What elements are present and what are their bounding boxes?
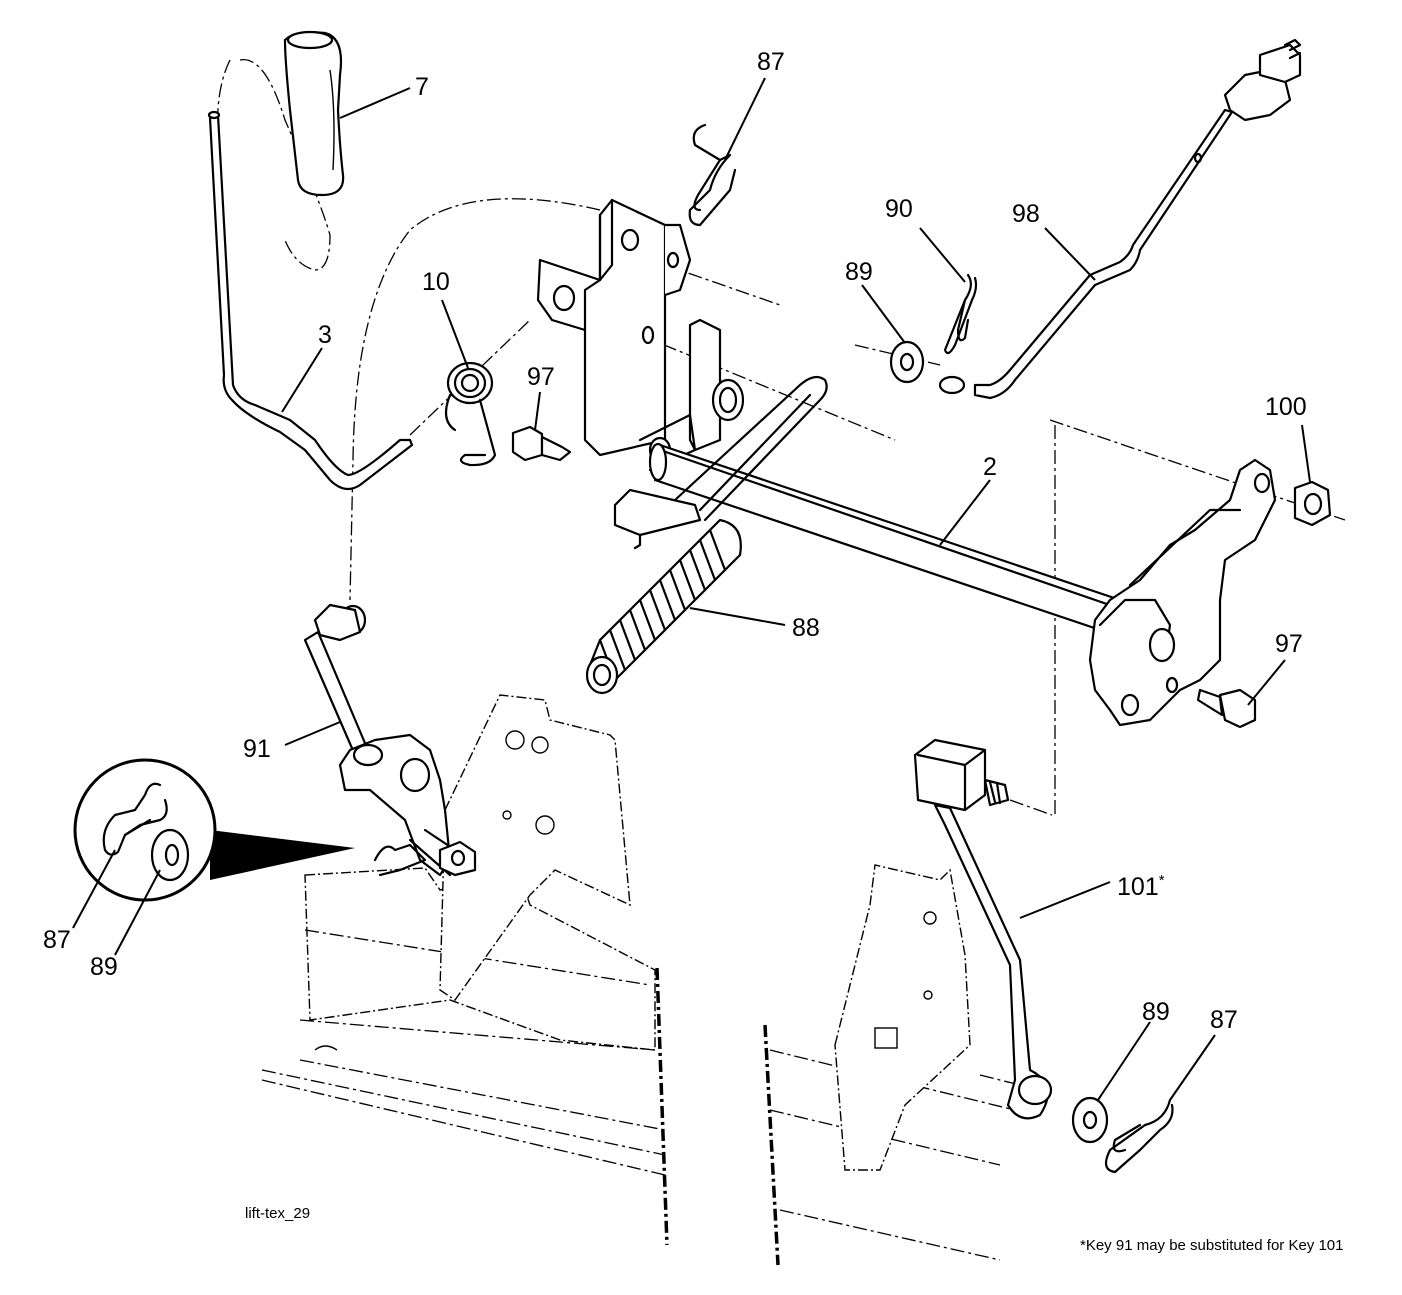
part-87-hairpin-upper bbox=[688, 123, 737, 227]
lift-link-rod bbox=[673, 375, 828, 522]
label-90: 90 bbox=[885, 195, 913, 223]
part-3-lift-lever bbox=[207, 110, 414, 491]
part-98-adjust-rod bbox=[938, 38, 1302, 400]
part-101-lift-link bbox=[913, 738, 1053, 1120]
label-3: 3 bbox=[318, 321, 332, 349]
key-labels: 7 87 90 98 89 10 3 97 100 2 97 88 91 87 … bbox=[43, 48, 1307, 1034]
label-101: 101* bbox=[1117, 872, 1165, 901]
part-89-washer-upper bbox=[889, 340, 925, 384]
label-98: 98 bbox=[1012, 200, 1040, 228]
part-7-handle-grip bbox=[283, 30, 345, 197]
label-97-right: 97 bbox=[1275, 630, 1303, 658]
label-89-detail: 89 bbox=[90, 953, 118, 981]
label-87-lower: 87 bbox=[1210, 1006, 1238, 1034]
part-97-bolt-right bbox=[1196, 688, 1257, 729]
detail-callout bbox=[73, 758, 355, 902]
label-10: 10 bbox=[422, 268, 450, 296]
leader-lines bbox=[72, 77, 1311, 1101]
label-2: 2 bbox=[983, 453, 997, 481]
lift-arm-right bbox=[1088, 458, 1277, 727]
part-88-extension-spring bbox=[585, 518, 742, 695]
part-87-hairpin-lower bbox=[1104, 1098, 1174, 1174]
part-90-hairpin-clip bbox=[943, 273, 978, 355]
part-10-torsion-spring bbox=[444, 361, 497, 467]
label-89-lower: 89 bbox=[1142, 998, 1170, 1026]
label-97-upper: 97 bbox=[527, 363, 555, 391]
footnote: *Key 91 may be substituted for Key 101 bbox=[1080, 1237, 1344, 1254]
label-100: 100 bbox=[1265, 393, 1307, 421]
label-87-upper: 87 bbox=[757, 48, 785, 76]
part-89-washer-lower bbox=[1071, 1096, 1109, 1144]
deck-outline-right bbox=[763, 864, 1036, 1266]
part-97-bolt-upper bbox=[511, 425, 572, 462]
part-100-nut bbox=[1293, 480, 1332, 527]
drawing-id: lift-tex_29 bbox=[245, 1205, 310, 1222]
label-88: 88 bbox=[792, 614, 820, 642]
part-91-lift-link bbox=[303, 603, 477, 877]
label-7: 7 bbox=[415, 73, 429, 101]
label-87-detail: 87 bbox=[43, 926, 71, 954]
deck-bracket-left bbox=[439, 694, 631, 1001]
label-89-upper: 89 bbox=[845, 258, 873, 286]
label-91: 91 bbox=[243, 735, 271, 763]
